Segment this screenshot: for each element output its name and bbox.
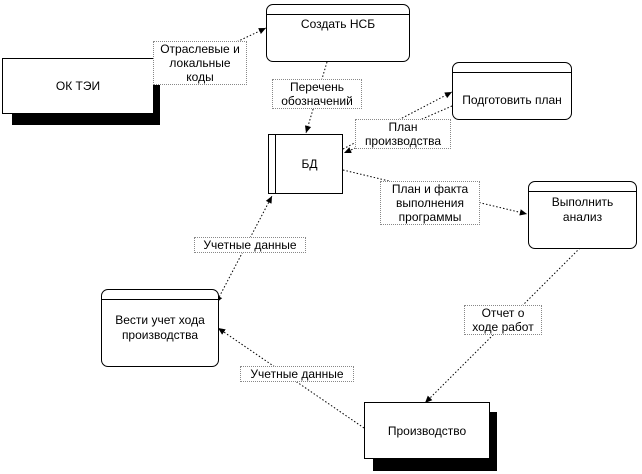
flow-label-plan-fact-line-3: программы bbox=[398, 210, 462, 224]
flow-label-accounting-upper-text: Учетные данные bbox=[203, 238, 297, 252]
flow-label-designations-line-2: обозначений bbox=[281, 94, 353, 108]
entity-production-label: Производство bbox=[387, 424, 467, 438]
process-divider bbox=[267, 14, 409, 15]
flow-label-progress-report: Отчет о ходе работ bbox=[464, 305, 542, 335]
process-create-nsb[interactable]: Создать НСБ bbox=[266, 4, 410, 62]
data-store-divider bbox=[275, 135, 276, 193]
entity-production[interactable]: Производство bbox=[364, 402, 490, 459]
flow-label-codes-line-1: Отраслевые и bbox=[160, 42, 240, 56]
flow-label-plan-fact: План и факта выполнения программы bbox=[380, 181, 480, 225]
process-create-nsb-label: Создать НСБ bbox=[300, 17, 376, 31]
process-record-keeping-label-2: производства bbox=[121, 328, 199, 342]
flow-label-designations-line-1: Перечень bbox=[289, 80, 345, 94]
process-record-keeping-label-1: Вести учет хода bbox=[115, 313, 205, 327]
process-analysis-label-1: Выполнить bbox=[551, 195, 614, 209]
flow-label-plan-fact-line-1: План и факта bbox=[391, 182, 469, 196]
flow-label-production-plan-line-2: производства bbox=[364, 134, 442, 148]
data-store-db[interactable]: БД bbox=[268, 134, 343, 194]
process-analysis[interactable]: Выполнить анализ bbox=[528, 181, 637, 249]
flow-label-accounting-lower: Учетные данные bbox=[240, 366, 354, 382]
flow-label-designations: Перечень обозначений bbox=[272, 79, 362, 109]
flow-label-accounting-lower-text: Учетные данные bbox=[250, 367, 344, 381]
flow-label-production-plan: План производства bbox=[355, 119, 451, 149]
flow-label-plan-fact-line-2: выполнения bbox=[395, 196, 465, 210]
flow-label-accounting-upper: Учетные данные bbox=[194, 237, 306, 253]
process-record-keeping[interactable]: Вести учет хода производства bbox=[101, 289, 219, 367]
process-prepare-plan-label: Подготовить план bbox=[462, 93, 562, 107]
process-divider bbox=[529, 191, 636, 192]
flow-label-progress-report-line-2: ходе работ bbox=[472, 320, 534, 334]
flow-label-codes-line-2: локальные bbox=[169, 56, 231, 70]
arrow-to-prepare-plan bbox=[342, 91, 453, 150]
data-store-db-label: БД bbox=[301, 157, 318, 171]
process-prepare-plan[interactable]: Подготовить план bbox=[452, 62, 572, 120]
process-divider bbox=[102, 299, 218, 300]
flow-label-production-plan-line-1: План bbox=[388, 120, 418, 134]
process-analysis-label-2: анализ bbox=[562, 210, 603, 224]
process-divider bbox=[453, 72, 571, 73]
flow-label-codes-line-3: коды bbox=[186, 70, 214, 84]
flow-label-progress-report-line-1: Отчет о bbox=[481, 306, 525, 320]
entity-oktei[interactable]: ОК ТЭИ bbox=[2, 58, 154, 114]
flow-label-codes: Отраслевые и локальные коды bbox=[153, 41, 247, 85]
entity-oktei-label: ОК ТЭИ bbox=[55, 79, 101, 93]
